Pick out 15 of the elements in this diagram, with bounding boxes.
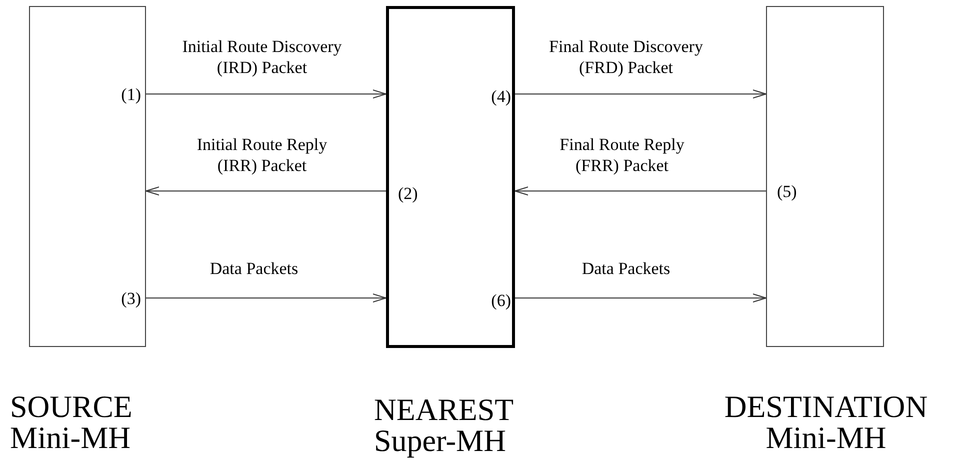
arrow: [515, 294, 766, 302]
step-number: (6): [491, 291, 511, 311]
step-number: (4): [491, 87, 511, 107]
arrow: [146, 90, 386, 98]
host-heading: SOURCE Mini-MH: [10, 391, 134, 453]
arrow: [146, 294, 386, 302]
step-number: (5): [777, 182, 797, 202]
host-heading: NEAREST Super-MH: [374, 394, 514, 456]
arrow: [515, 90, 766, 98]
step-number: (2): [398, 184, 418, 204]
arrow: [146, 186, 386, 196]
host-heading: DESTINATION Mini-MH: [723, 391, 929, 453]
arrow: [514, 186, 766, 196]
step-number: (3): [121, 289, 141, 309]
step-number: (1): [121, 85, 141, 105]
